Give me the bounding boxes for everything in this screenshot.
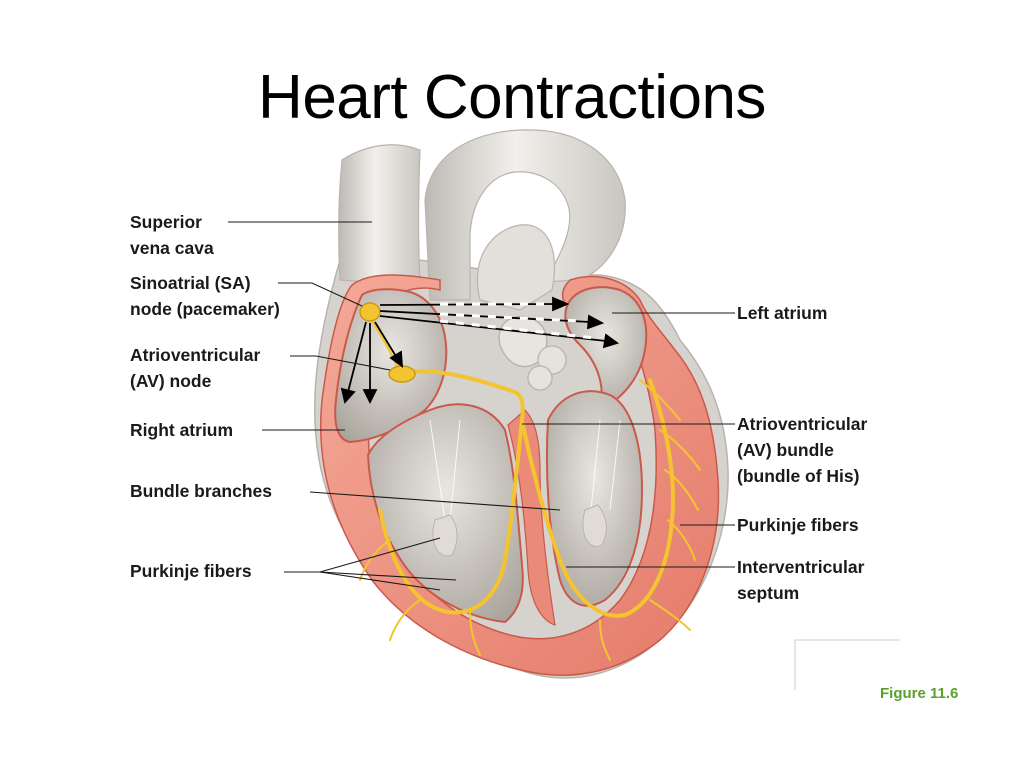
chordae-tendineae	[429, 419, 621, 521]
label-interventricular-septum: Interventricular septum	[737, 557, 869, 603]
label-purkinje-fibers-left: Purkinje fibers	[130, 561, 252, 581]
right-atrium-cavity	[334, 288, 448, 444]
label-av-bundle: Atrioventricular (AV) bundle (bundle of …	[737, 414, 872, 486]
label-purkinje-fibers-right: Purkinje fibers	[737, 515, 859, 535]
papillary-muscles	[432, 504, 607, 557]
leader-lines	[228, 221, 735, 591]
impulse-dashes	[439, 302, 596, 340]
left-atrium-cavity	[564, 286, 648, 412]
figure-caption: Figure 11.6	[880, 685, 958, 702]
interventricular-septum-shape	[507, 409, 556, 626]
sa-node	[359, 302, 381, 322]
label-av-node: Atrioventricular (AV) node	[130, 345, 265, 391]
right-ventricle-cavity	[366, 403, 524, 624]
label-superior-vena-cava: Superior vena cava	[130, 212, 214, 258]
label-left-atrium: Left atrium	[737, 303, 827, 323]
superior-vena-cava-shape	[338, 144, 421, 286]
impulse-arrows	[340, 296, 619, 405]
figure-frame-corner	[794, 639, 900, 690]
pulmonary-trunk-shape	[476, 224, 556, 311]
label-bundle-branches: Bundle branches	[130, 481, 272, 501]
label-right-atrium: Right atrium	[130, 420, 233, 440]
av-node	[388, 365, 416, 383]
slide-title: Heart Contractions	[258, 63, 766, 132]
conduction-system	[359, 316, 701, 661]
label-sa-node: Sinoatrial (SA) node (pacemaker)	[130, 273, 280, 319]
